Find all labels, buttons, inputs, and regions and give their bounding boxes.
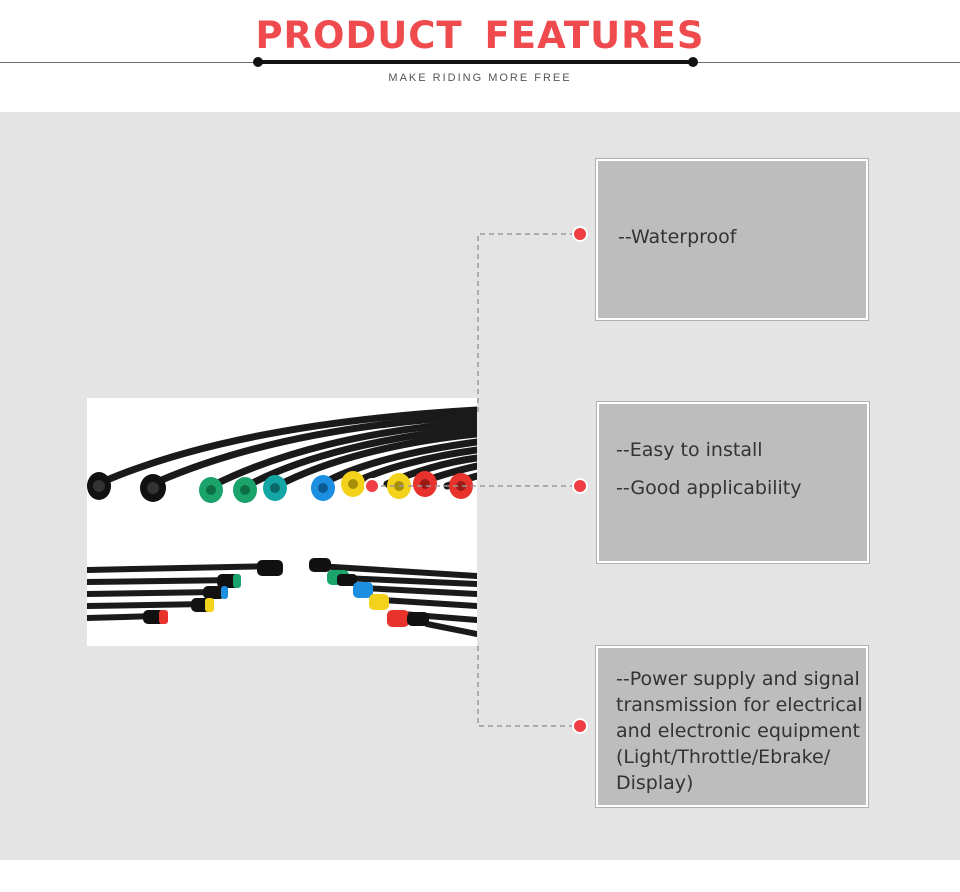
page-header: PRODUCT FEATURES MAKE RIDING MORE FREE [0,0,960,112]
page-subtitle: MAKE RIDING MORE FREE [388,72,572,84]
photo-marker-dot [364,478,380,494]
feature-text: --Good applicability [616,477,802,499]
feature-marker-dot [572,718,588,734]
connector-cables-illustration [87,406,477,637]
feature-text: --Easy to install [616,439,763,461]
feature-text: --Power supply and signal transmission f… [616,668,863,794]
feature-marker-dot [572,226,588,242]
product-photo [87,398,477,646]
page-title: PRODUCT FEATURES [255,14,705,57]
feature-marker-dot [572,478,588,494]
feature-text: --Waterproof [618,226,737,248]
feature-box-power-signal: --Power supply and signal transmission f… [595,645,869,808]
feature-box-installation: --Easy to install --Good applicability [596,401,870,564]
divider-dot-left [253,57,263,67]
divider-dot-right [688,57,698,67]
feature-box-waterproof: --Waterproof [595,158,869,321]
bottom-strip [0,860,960,892]
header-divider-thick [258,60,694,64]
